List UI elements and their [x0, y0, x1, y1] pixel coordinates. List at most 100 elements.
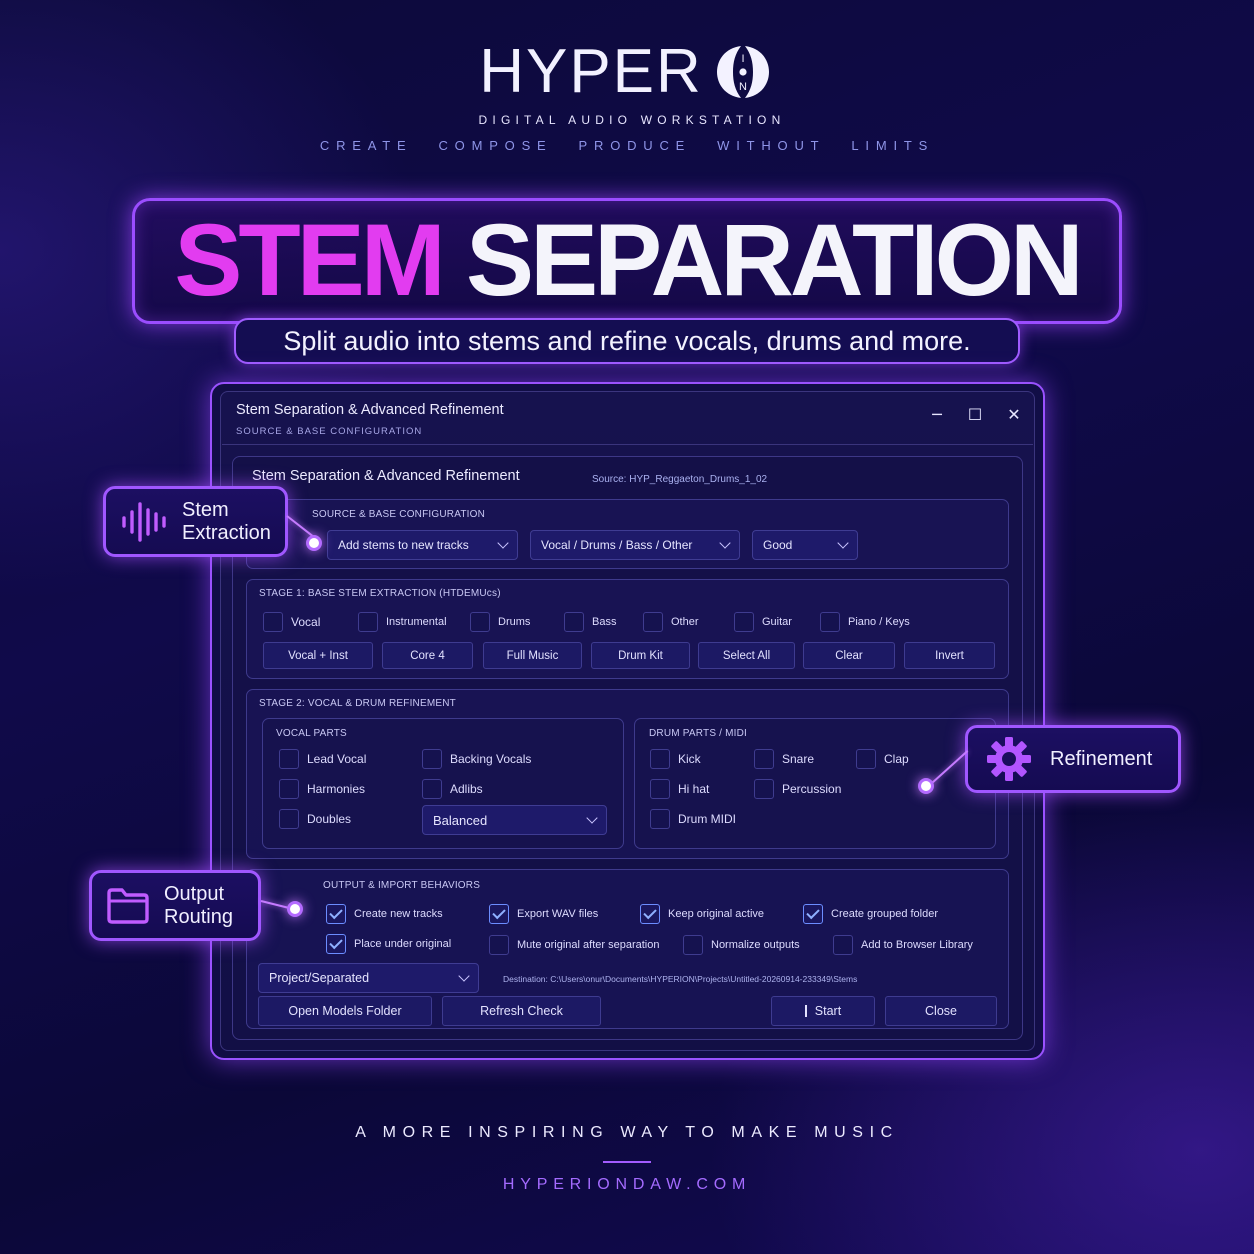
drum-parts-box	[634, 718, 996, 849]
option-label: Bass	[592, 616, 617, 628]
output-option-create-new-tracks[interactable]: Create new tracks	[326, 904, 443, 924]
option-label: Clap	[884, 752, 909, 766]
output-option-normalize[interactable]: Normalize outputs	[683, 935, 800, 955]
track-mode-dropdown[interactable]: Add stems to new tracks	[327, 530, 518, 560]
option-label: Backing Vocals	[450, 752, 532, 766]
checkbox[interactable]	[326, 904, 346, 924]
option-label: Drums	[498, 616, 531, 628]
stage1-option-bass[interactable]: Bass	[564, 612, 616, 632]
close-button[interactable]: Close	[885, 996, 997, 1026]
checkbox[interactable]	[263, 612, 283, 632]
checkbox[interactable]	[820, 612, 840, 632]
stage1-option-guitar[interactable]: Guitar	[734, 612, 792, 632]
drum-option-clap[interactable]: Clap	[856, 749, 909, 769]
option-label: Percussion	[782, 782, 842, 796]
checkbox[interactable]	[650, 779, 670, 799]
checkbox[interactable]	[279, 749, 299, 769]
checkbox[interactable]	[754, 779, 774, 799]
option-label: Mute original after separation	[517, 939, 660, 951]
refresh-check-button[interactable]: Refresh Check	[442, 996, 601, 1026]
preset-core4-button[interactable]: Core 4	[382, 642, 473, 669]
minimize-button[interactable]: ─	[932, 405, 942, 424]
option-label: Instrumental	[386, 616, 447, 628]
chevron-down-icon	[497, 537, 509, 549]
output-option-browser-library[interactable]: Add to Browser Library	[833, 935, 973, 955]
checkbox[interactable]	[803, 904, 823, 924]
output-option-place-under-original[interactable]: Place under original	[326, 934, 451, 954]
vocal-option-lead-vocal[interactable]: Lead Vocal	[279, 749, 366, 769]
vocal-parts-label: VOCAL PARTS	[276, 728, 347, 739]
stage1-label: STAGE 1: BASE STEM EXTRACTION (HTDEMUcs)	[259, 588, 501, 599]
output-option-export-wav[interactable]: Export WAV files	[489, 904, 598, 924]
checkbox[interactable]	[856, 749, 876, 769]
maximize-button[interactable]: ☐	[967, 405, 983, 424]
source-config-label: SOURCE & BASE CONFIGURATION	[312, 509, 486, 520]
callout-line: Routing	[164, 905, 233, 928]
drum-option-hi-hat[interactable]: Hi hat	[650, 779, 709, 799]
checkbox[interactable]	[279, 809, 299, 829]
output-option-grouped-folder[interactable]: Create grouped folder	[803, 904, 938, 924]
callout-stem-extraction: Stem Extraction	[103, 486, 288, 557]
output-folder-dropdown[interactable]: Project/Separated	[258, 963, 479, 993]
option-label: Drum MIDI	[678, 812, 736, 826]
output-option-mute-original[interactable]: Mute original after separation	[489, 935, 659, 955]
checkbox[interactable]	[326, 934, 346, 954]
checkbox[interactable]	[754, 749, 774, 769]
checkbox[interactable]	[650, 749, 670, 769]
checkbox[interactable]	[489, 935, 509, 955]
callout-output-routing: Output Routing	[89, 870, 261, 941]
stage1-option-instrumental[interactable]: Instrumental	[358, 612, 447, 632]
checkbox[interactable]	[358, 612, 378, 632]
footer-website-link[interactable]: HYPERIONDAW.COM	[502, 1176, 752, 1193]
checkbox[interactable]	[422, 779, 442, 799]
vocal-option-adlibs[interactable]: Adlibs	[422, 779, 483, 799]
option-label: Create grouped folder	[831, 908, 939, 920]
checkbox[interactable]	[734, 612, 754, 632]
output-folder-value: Project/Separated	[269, 971, 370, 985]
vocal-option-backing-vocals[interactable]: Backing Vocals	[422, 749, 531, 769]
checkbox[interactable]	[489, 904, 509, 924]
stage1-option-drums[interactable]: Drums	[470, 612, 530, 632]
window-title: Stem Separation & Advanced Refinement	[236, 402, 504, 418]
checkbox[interactable]	[643, 612, 663, 632]
preset-vocal-inst-button[interactable]: Vocal + Inst	[263, 642, 373, 669]
checkbox[interactable]	[650, 809, 670, 829]
stage1-option-vocal[interactable]: Vocal	[263, 612, 320, 632]
drum-option-kick[interactable]: Kick	[650, 749, 701, 769]
open-models-folder-button[interactable]: Open Models Folder	[258, 996, 432, 1026]
footer-divider	[603, 1161, 651, 1163]
preset-full-music-button[interactable]: Full Music	[483, 642, 582, 669]
checkbox[interactable]	[279, 779, 299, 799]
drum-option-snare[interactable]: Snare	[754, 749, 814, 769]
hero-title: STEM SEPARATION	[132, 204, 1122, 316]
drum-option-percussion[interactable]: Percussion	[754, 779, 841, 799]
checkbox[interactable]	[640, 904, 660, 924]
clear-button[interactable]: Clear	[803, 642, 895, 669]
checkbox[interactable]	[422, 749, 442, 769]
checkbox[interactable]	[470, 612, 490, 632]
refinement-mode-dropdown[interactable]: Balanced	[422, 805, 607, 835]
stage1-option-piano-keys[interactable]: Piano / Keys	[820, 612, 910, 632]
hero-subtitle: Split audio into stems and refine vocals…	[234, 318, 1020, 364]
quality-dropdown[interactable]: Good	[752, 530, 858, 560]
stem-set-dropdown[interactable]: Vocal / Drums / Bass / Other	[530, 530, 740, 560]
select-all-button[interactable]: Select All	[698, 642, 795, 669]
drum-option-drum-midi[interactable]: Drum MIDI	[650, 809, 736, 829]
option-label: Adlibs	[450, 782, 483, 796]
callout-anchor-dot	[918, 778, 934, 794]
preset-drum-kit-button[interactable]: Drum Kit	[591, 642, 690, 669]
option-label: Keep original active	[668, 908, 765, 920]
tagline-word: PRODUCE	[578, 138, 692, 153]
close-window-button[interactable]: ✕	[1007, 405, 1021, 424]
stage1-option-other[interactable]: Other	[643, 612, 699, 632]
invert-button[interactable]: Invert	[904, 642, 995, 669]
logo-letter-i: I	[741, 53, 744, 65]
checkbox[interactable]	[564, 612, 584, 632]
vocal-option-doubles[interactable]: Doubles	[279, 809, 351, 829]
checkbox[interactable]	[683, 935, 703, 955]
start-button[interactable]: Start	[771, 996, 875, 1026]
checkbox[interactable]	[833, 935, 853, 955]
vocal-option-harmonies[interactable]: Harmonies	[279, 779, 365, 799]
output-option-keep-original[interactable]: Keep original active	[640, 904, 764, 924]
callout-refinement: Refinement	[965, 725, 1181, 793]
